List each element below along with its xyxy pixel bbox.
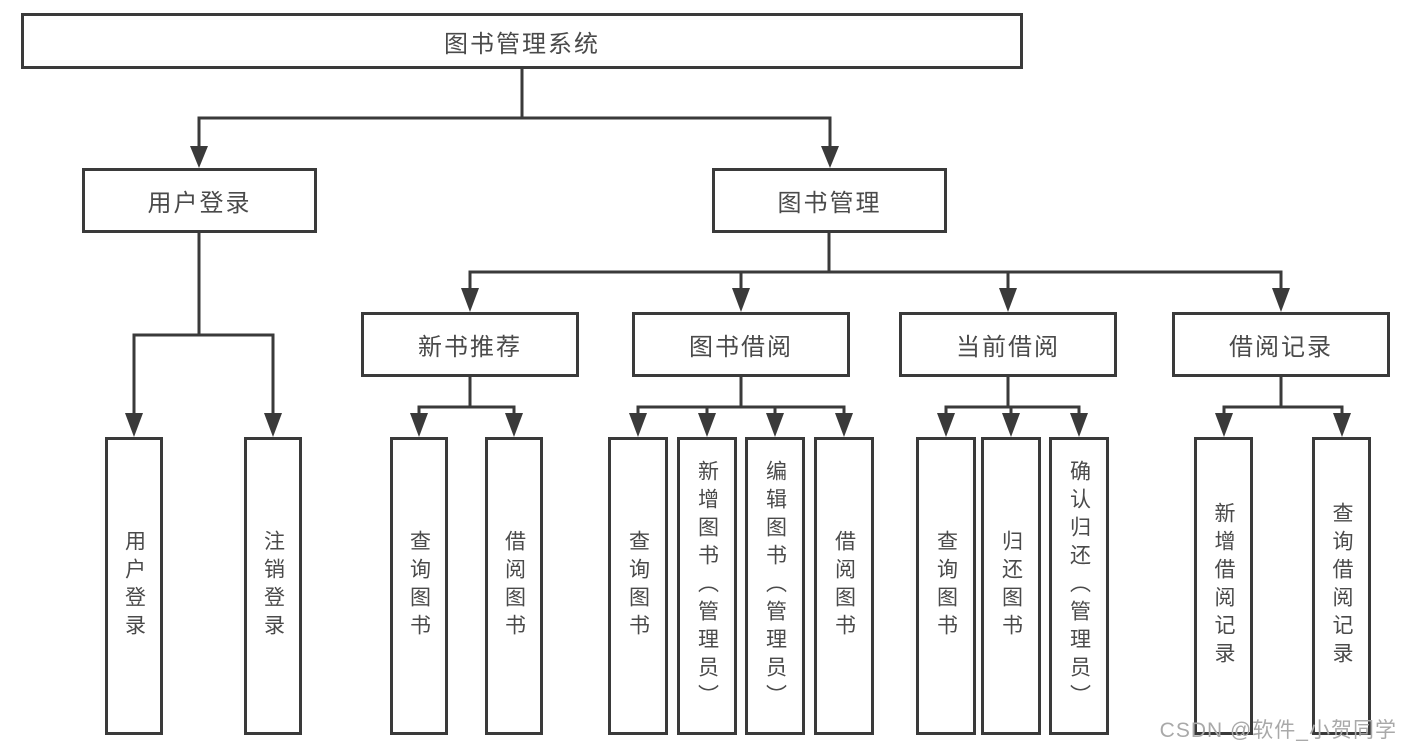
leaf-borrow-books-recommend: 借阅图书 (485, 437, 543, 735)
node-user-login: 用户登录 (82, 168, 317, 233)
arrow-icon (461, 288, 479, 312)
arrow-icon (190, 146, 208, 168)
arrow-icon (410, 413, 428, 437)
arrow-icon (1002, 413, 1020, 437)
arrow-icon (999, 288, 1017, 312)
edge-root-trunk (197, 67, 832, 148)
leaf-logout: 注销登录 (244, 437, 302, 735)
node-borrow-records: 借阅记录 (1172, 312, 1390, 377)
edge-current-borrow-branch (944, 375, 1081, 417)
node-new-book-recommend: 新书推荐 (361, 312, 579, 377)
edge-user-login-branch (132, 231, 275, 417)
leaf-edit-books-admin: 编辑图书（管理员） (745, 437, 805, 735)
edge-book-mgmt-branch (468, 231, 1283, 292)
arrow-icon (1215, 413, 1233, 437)
edge-new-book-branch (417, 375, 516, 417)
leaf-user-login: 用户登录 (105, 437, 163, 735)
arrow-icon (264, 413, 282, 437)
leaf-query-borrow-record: 查询借阅记录 (1312, 437, 1371, 735)
watermark: CSDN @软件_小贺同学 (1159, 719, 1397, 742)
leaf-add-books-admin: 新增图书（管理员） (677, 437, 737, 735)
leaf-query-books-borrow: 查询图书 (608, 437, 668, 735)
leaf-add-borrow-record: 新增借阅记录 (1194, 437, 1253, 735)
leaf-confirm-return-admin: 确认归还（管理员） (1049, 437, 1109, 735)
arrow-icon (1333, 413, 1351, 437)
arrow-icon (835, 413, 853, 437)
arrow-icon (629, 413, 647, 437)
arrowheads (125, 146, 1351, 437)
arrow-icon (1272, 288, 1290, 312)
arrow-icon (937, 413, 955, 437)
arrow-icon (1070, 413, 1088, 437)
node-current-borrow: 当前借阅 (899, 312, 1117, 377)
leaf-query-books-recommend: 查询图书 (390, 437, 448, 735)
leaf-borrow-books: 借阅图书 (814, 437, 874, 735)
arrow-icon (821, 146, 839, 168)
leaf-query-books-current: 查询图书 (916, 437, 976, 735)
node-book-management: 图书管理 (712, 168, 947, 233)
arrow-icon (698, 413, 716, 437)
node-root-system: 图书管理系统 (21, 13, 1023, 69)
leaf-return-books: 归还图书 (981, 437, 1041, 735)
node-book-borrow: 图书借阅 (632, 312, 850, 377)
arrow-icon (505, 413, 523, 437)
arrow-icon (766, 413, 784, 437)
edge-book-borrow-branch (636, 375, 846, 417)
arrow-icon (732, 288, 750, 312)
arrow-icon (125, 413, 143, 437)
edge-borrow-records-branch (1222, 375, 1344, 417)
